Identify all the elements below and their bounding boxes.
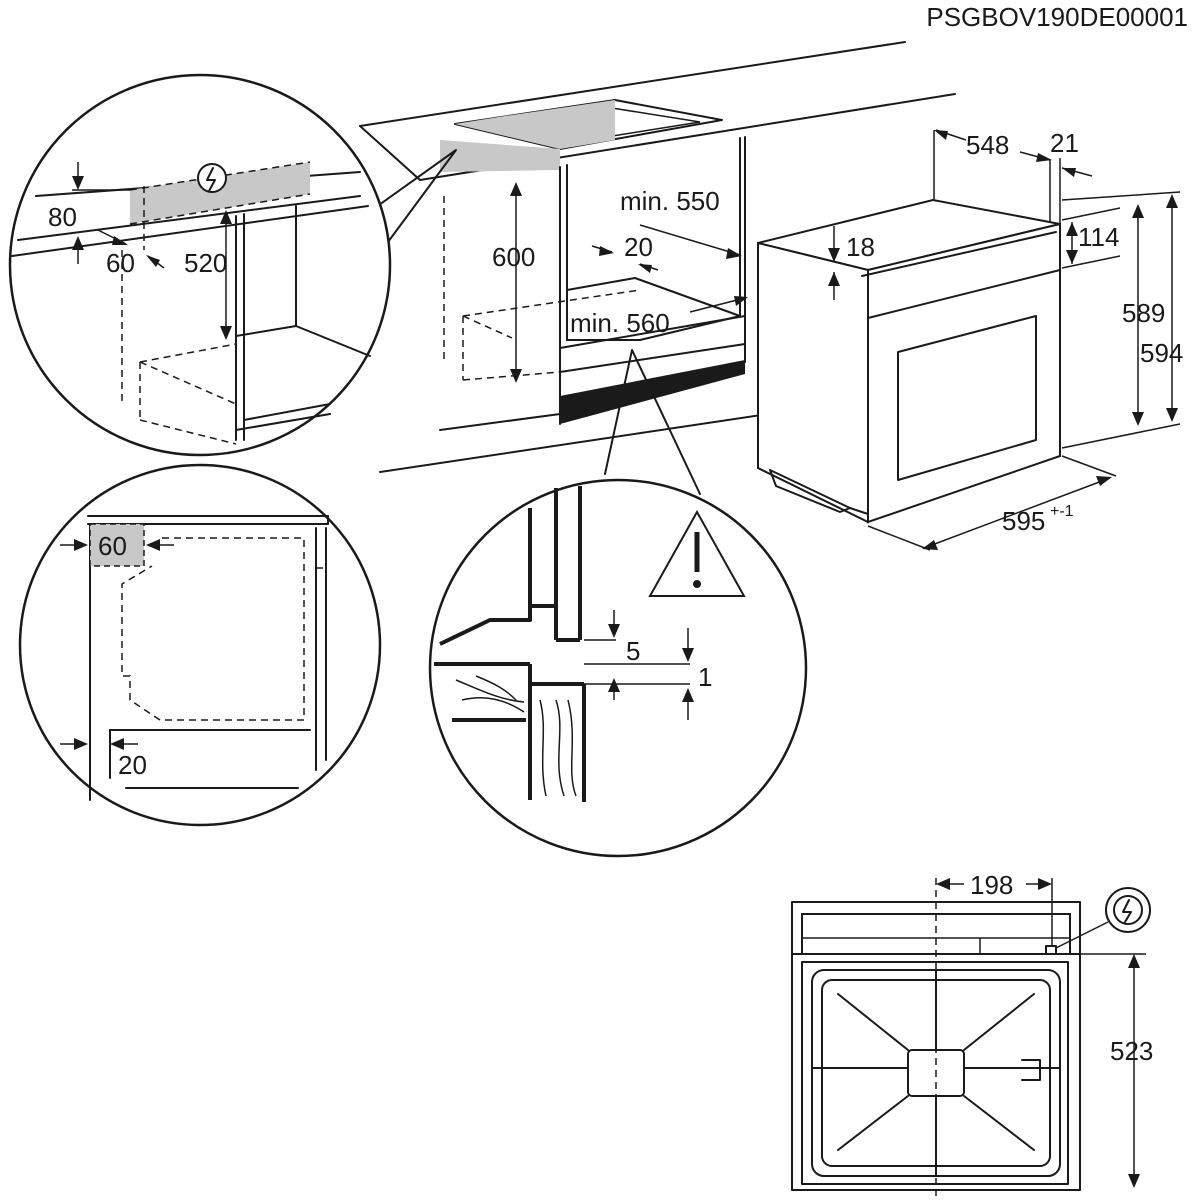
document-code: PSGBOV190DE00001 bbox=[926, 2, 1188, 32]
dim-1: 1 bbox=[698, 662, 712, 692]
dim-589: 589 bbox=[1122, 298, 1165, 328]
oven-3d-view: 548 21 18 114 589 594 bbox=[757, 128, 1183, 551]
dim-594: 594 bbox=[1140, 338, 1183, 368]
dim-20-top: 20 bbox=[624, 232, 653, 262]
dim-114: 114 bbox=[1078, 222, 1119, 252]
dim-548: 548 bbox=[966, 130, 1009, 160]
detail-circle-clearance: 5 1 bbox=[428, 349, 808, 858]
dim-5: 5 bbox=[626, 636, 640, 666]
dim-60-top: 60 bbox=[106, 248, 135, 278]
electrical-connection-icon bbox=[1055, 887, 1151, 949]
dim-198: 198 bbox=[970, 870, 1013, 900]
dim-min-550: min. 550 bbox=[620, 186, 720, 216]
detail-circle-socket: 80 60 520 bbox=[8, 73, 457, 457]
dim-80: 80 bbox=[48, 202, 77, 232]
dim-18: 18 bbox=[846, 232, 875, 262]
detail-circle-side-gap: 60 20 bbox=[18, 463, 382, 827]
electrical-connection-icon bbox=[197, 163, 227, 193]
dim-600: 600 bbox=[492, 242, 535, 272]
dim-21: 21 bbox=[1050, 128, 1079, 158]
dim-60-left: 60 bbox=[98, 531, 127, 561]
dim-min-560: min. 560 bbox=[570, 308, 670, 338]
dim-595-tolerance: +-1 bbox=[1050, 503, 1074, 520]
oven-top-view: 198 523 bbox=[791, 870, 1153, 1196]
dim-20-bottom: 20 bbox=[118, 750, 147, 780]
dim-523: 523 bbox=[1110, 1036, 1153, 1066]
dim-595: 595 bbox=[1002, 506, 1045, 536]
dim-520: 520 bbox=[184, 248, 227, 278]
warning-triangle-icon bbox=[648, 509, 746, 597]
